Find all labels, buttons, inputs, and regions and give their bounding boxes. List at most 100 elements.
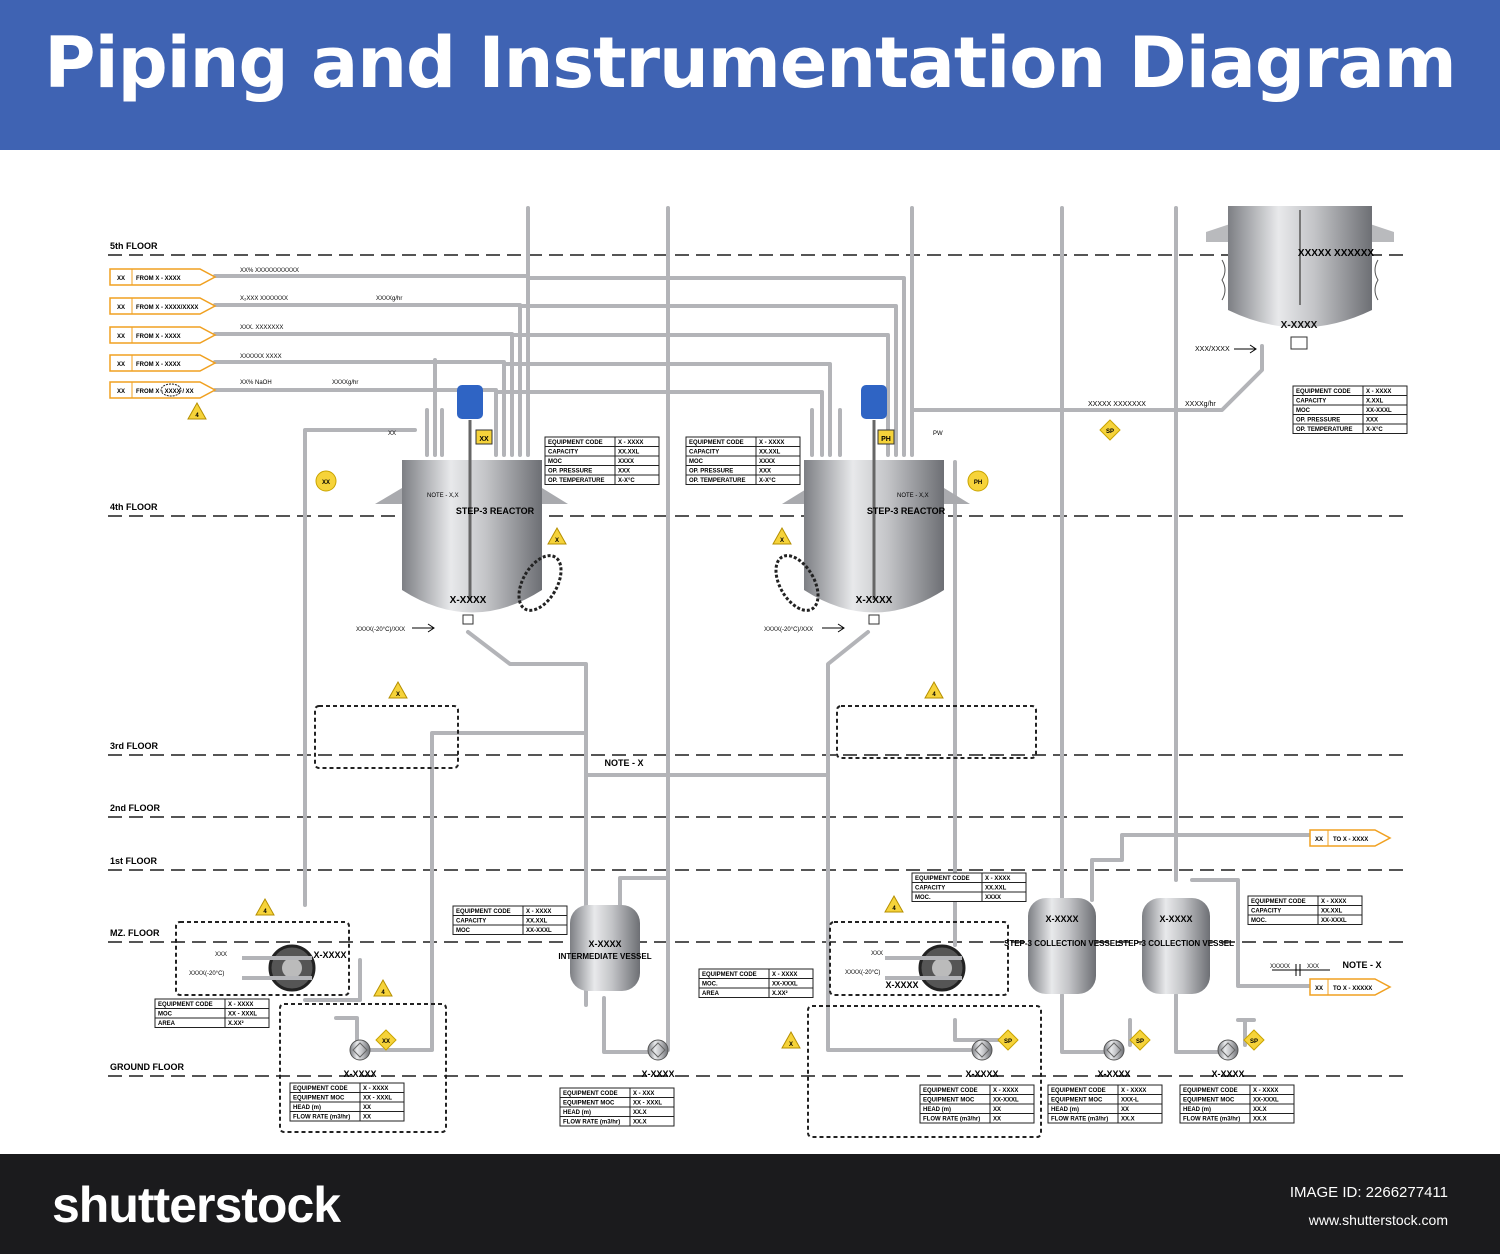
warning-label: X xyxy=(789,1042,793,1048)
inlet-stream-tag: XX xyxy=(117,334,125,340)
storage-tank-spec-key: MOC xyxy=(1296,408,1311,414)
inlet-cloud-mark xyxy=(160,383,182,397)
enclosures xyxy=(175,705,1042,1138)
note-x-label: NOTE - X xyxy=(604,758,643,768)
brand-logo: shutterstock xyxy=(52,1177,341,1233)
collection-left-spec-value: XXXX xyxy=(985,895,1001,901)
pump-spec-value: X - XXX xyxy=(633,1091,654,1097)
warning-triangle xyxy=(187,401,207,420)
chiller-right-spec-value: X.XX² xyxy=(772,990,788,997)
warning-label: 4 xyxy=(195,413,199,419)
warning-label: 4 xyxy=(263,909,267,915)
pump-spec-key: EQUIPMENT CODE xyxy=(923,1088,978,1094)
pump-impeller xyxy=(650,1042,666,1058)
pump-spec-key: FLOW RATE (m3/hr) xyxy=(1183,1117,1240,1123)
collection-right-spec-key: EQUIPMENT CODE xyxy=(1251,899,1306,905)
pump-spec-value: XX.X xyxy=(633,1120,647,1126)
pump-body xyxy=(647,1039,669,1061)
warning-triangle xyxy=(884,894,904,913)
reactor-right-tag: X-XXXX xyxy=(856,595,893,606)
footer-bar: shutterstock IMAGE ID: 2266277411 www.sh… xyxy=(0,1154,1500,1254)
chiller-right-spec-value: XX-XXXL xyxy=(772,982,798,988)
pump-spec-value: XX xyxy=(1121,1107,1129,1113)
sp-badge-label: SP xyxy=(1106,429,1114,435)
inlet-stream-desc: XXXXXX XXXX xyxy=(240,354,282,360)
floor-label: 1st FLOOR xyxy=(110,856,158,866)
pump-tag: X-XXXX xyxy=(965,1069,998,1079)
inlet-stream-desc: X₂XXX XXXXXXX xyxy=(240,296,288,302)
pump-badge-label: SP xyxy=(1004,1039,1012,1045)
pump-badge-label: SP xyxy=(1136,1039,1144,1045)
outlet-stream-dest: TO X - XXXXX xyxy=(1333,986,1372,992)
pump-tag: X-XXXX xyxy=(641,1069,674,1079)
inlet-stream-tag: XX xyxy=(117,276,125,282)
pump-impeller xyxy=(1106,1042,1122,1058)
storage-tank-spec-key: OP. TEMPERATURE xyxy=(1296,427,1352,433)
reactor-right-spec-key: OP. PRESSURE xyxy=(689,469,733,475)
warning-triangle xyxy=(772,526,792,545)
pump-spec-key: HEAD (m) xyxy=(563,1110,591,1116)
inlet-stream-source: FROM X - XXXX xyxy=(136,276,181,282)
collection-right-spec-value: X - XXXX xyxy=(1321,899,1346,905)
warning-label: 4 xyxy=(892,906,896,912)
collection-right-spec-value: XX-XXXL xyxy=(1321,918,1347,924)
inlet-stream-desc: XX% XXXXXXXXXXX xyxy=(240,268,299,274)
storage-tank-spec-value: X - XXXX xyxy=(1366,389,1391,395)
storage-tank-spec-cell xyxy=(1362,423,1408,434)
pump-spec-value: X - XXXX xyxy=(1121,1088,1146,1094)
pump-spec-value: XX xyxy=(363,1105,371,1111)
pump-badge xyxy=(1243,1029,1265,1051)
inlet-stream-source: FROM X - XXXX xyxy=(136,334,181,340)
pump-spec-value: XX xyxy=(993,1117,1001,1123)
warning-triangle xyxy=(781,1030,801,1049)
collection-right-spec-key: MOC. xyxy=(1251,918,1267,924)
reactor-right-spec-key: CAPACITY xyxy=(689,450,719,456)
intermediate-vessel-spec-cell xyxy=(522,924,568,935)
chiller-left-spec-cell xyxy=(224,1017,270,1028)
reactor-right-spec-value: XX.XXL xyxy=(759,450,781,456)
pump-badge-label: XX xyxy=(382,1039,390,1045)
collection-vessel-right-name: STEP-3 COLLECTION VESSEL xyxy=(1118,939,1234,948)
inlet-stream-source: FROM X - XXXX xyxy=(136,362,181,368)
pump-spec-value: XX - XXXL xyxy=(633,1101,662,1107)
chiller-right: XXX XXXX(-20°C) X-XXXX xyxy=(845,944,966,992)
storage-tank: XXXXX XXXXXX X-XXXX XXX/XXXX XXXXX XXXXX… xyxy=(1088,206,1394,408)
pump-spec-value: X - XXXX xyxy=(1253,1088,1278,1094)
reactor-left-spec-key: OP. TEMPERATURE xyxy=(548,478,604,484)
warning-label: X xyxy=(396,692,400,698)
floor-label: 2nd FLOOR xyxy=(110,803,160,813)
chiller-left-spec-key: AREA xyxy=(158,1021,176,1027)
storage-tank-spec-value: XXX xyxy=(1366,418,1378,424)
warning-triangle xyxy=(924,680,944,699)
pump-badge xyxy=(375,1029,397,1051)
pump-tag: X-XXXX xyxy=(343,1069,376,1079)
inlet-stream-box xyxy=(109,268,217,286)
pump-spec-key: EQUIPMENT CODE xyxy=(563,1091,618,1097)
chiller-right-spec-value: X - XXXX xyxy=(772,972,797,978)
reactor-right-spec-value: XXX xyxy=(759,469,771,475)
intermediate-vessel: X-XXXX INTERMEDIATE VESSEL xyxy=(558,905,652,991)
pump-spec-value: XX.X xyxy=(1253,1117,1267,1123)
pump-spec-key: EQUIPMENT MOC xyxy=(563,1101,615,1107)
pump-spec-key: HEAD (m) xyxy=(293,1105,321,1111)
pump-badge-label: SP xyxy=(1250,1039,1258,1045)
warning-label: X xyxy=(780,538,784,544)
reactor-right-note: NOTE - X,X xyxy=(897,493,929,499)
outlet-stream-dest: TO X - XXXX xyxy=(1333,837,1368,843)
pump-spec-key: HEAD (m) xyxy=(923,1107,951,1113)
pump-tag: X-XXXX xyxy=(1097,1069,1130,1079)
intermediate-vessel-spec-value: X - XXXX xyxy=(526,909,551,915)
pump-spec-key: FLOW RATE (m3/hr) xyxy=(1051,1117,1108,1123)
warning-triangle xyxy=(255,897,275,916)
sp-badge-line: SP xyxy=(1099,419,1121,441)
reactor-right-indicator: PH xyxy=(974,480,982,486)
chiller-left-spec-key: EQUIPMENT CODE xyxy=(158,1002,213,1008)
pump-spec-key: HEAD (m) xyxy=(1051,1107,1079,1113)
collection-vessel-left-tag: X-XXXX xyxy=(1045,914,1078,924)
valve-label-right: XXX xyxy=(1307,964,1319,970)
reactor-right-spec-value: X - XXXX xyxy=(759,440,784,446)
floor-label: GROUND FLOOR xyxy=(110,1062,184,1072)
storage-tank-spec-value: XX-XXXL xyxy=(1366,408,1392,414)
